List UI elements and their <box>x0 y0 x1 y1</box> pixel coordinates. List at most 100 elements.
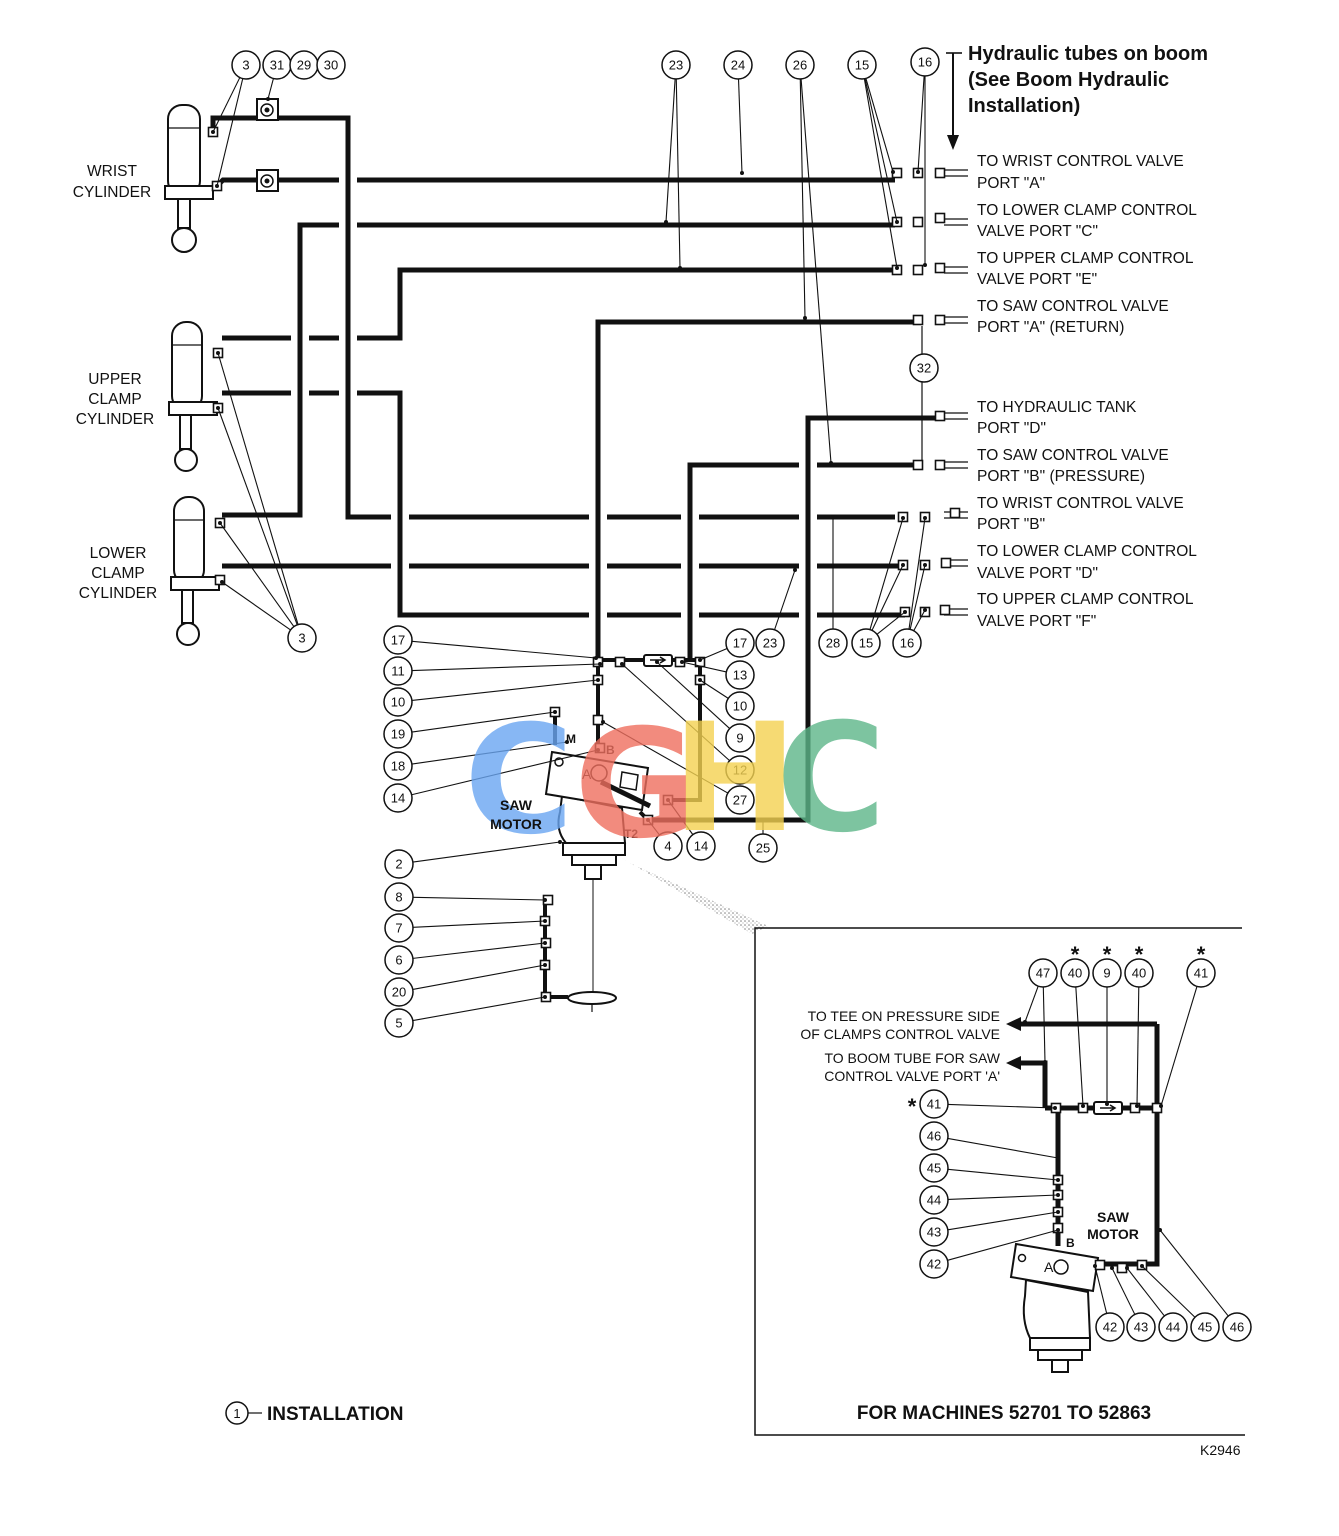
cylinder-labels: WRIST CYLINDER UPPER CLAMP CYLINDER LOWE… <box>73 163 157 602</box>
leader-line <box>219 522 295 627</box>
upper-clamp-label-3: CYLINDER <box>76 411 154 428</box>
leader-line <box>647 819 660 836</box>
dest-saw-a-2: PORT "A" (RETURN) <box>977 319 1124 336</box>
callout-11: 11 <box>383 656 413 686</box>
callout-15: 15 <box>851 628 881 658</box>
leader-line <box>799 78 806 319</box>
callout-circle <box>661 50 691 80</box>
callout-circle <box>919 1185 949 1215</box>
leader-line <box>412 996 546 1022</box>
leader-dot <box>923 516 927 520</box>
callout-17: 17 <box>725 628 755 658</box>
callout-18: 18 <box>383 751 413 781</box>
dest-wrist-a-2: PORT "A" <box>977 175 1045 192</box>
callout-number: 41 <box>927 1097 941 1112</box>
dest-tank-d-2: PORT "D" <box>977 420 1046 437</box>
dest-upper-f-2: VALVE PORT "F" <box>977 613 1096 630</box>
callout-number: 15 <box>859 636 873 651</box>
callout-circle <box>1126 1312 1156 1342</box>
tube-fitting <box>912 264 924 276</box>
valve-port-dot <box>264 107 270 113</box>
saw-motor-label-2: MOTOR <box>490 816 542 832</box>
upper-clamp-cylinder <box>168 321 218 472</box>
leader-dot <box>1043 1060 1047 1064</box>
arrow-right-icon <box>1100 1104 1117 1112</box>
callout-number: 31 <box>270 58 284 73</box>
inset-return-dest-2: CONTROL VALVE PORT 'A' <box>824 1068 1000 1084</box>
figure-code: K2946 <box>1200 1442 1241 1458</box>
leader-line <box>947 1103 1056 1109</box>
motor-port-circle <box>1017 1253 1027 1263</box>
leader-line <box>947 1211 1059 1231</box>
callout-circle <box>383 656 413 686</box>
callout-43: 43 <box>1126 1312 1156 1342</box>
callout-3: 3 <box>231 50 261 80</box>
arrow-left-icon <box>1006 1017 1021 1031</box>
callout-number: 29 <box>297 58 311 73</box>
callout-30: 30 <box>316 50 346 80</box>
leader-line <box>1126 1267 1165 1317</box>
inset-motor-label-1: SAW <box>1097 1209 1130 1225</box>
cylinder-rod <box>181 589 194 624</box>
leader-dot <box>543 995 547 999</box>
leader-line <box>412 942 546 959</box>
leader-line <box>876 611 906 635</box>
legend-number: 1 <box>233 1406 240 1421</box>
upper-clamp-label-1: UPPER <box>88 371 141 388</box>
leader-line <box>411 741 568 765</box>
callout-circle <box>384 1008 414 1038</box>
leader-line <box>221 581 291 631</box>
callout-circle <box>384 882 414 912</box>
motor-port-a-circle <box>1053 1259 1069 1275</box>
lower-clamp-label-1: LOWER <box>90 545 147 562</box>
leader-dot <box>698 658 702 662</box>
dest-upper-e-2: VALVE PORT "E" <box>977 271 1097 288</box>
leader-dot <box>891 170 895 174</box>
callout-circle <box>1028 958 1058 988</box>
tube-fitting <box>912 314 924 326</box>
tube-fitting <box>934 314 946 326</box>
callout-circle <box>1124 958 1154 988</box>
callout-number: 16 <box>900 636 914 651</box>
callout-number: 46 <box>927 1129 941 1144</box>
tube-fitting <box>592 714 604 726</box>
tube-fitting <box>934 167 946 179</box>
callout-number: 23 <box>669 58 683 73</box>
leader-line <box>1075 986 1084 1107</box>
upper-clamp-label-2: CLAMP <box>88 391 141 408</box>
leader-line <box>602 721 729 794</box>
callout-circle <box>755 628 785 658</box>
leader-line <box>1141 1265 1196 1318</box>
callout-circle <box>316 50 346 80</box>
leader-dot <box>1081 1104 1085 1108</box>
leader-line <box>737 78 743 174</box>
tube-fitting <box>1094 1259 1106 1271</box>
tube-fitting <box>934 459 946 471</box>
callout-number: 6 <box>395 953 402 968</box>
callout-number: 11 <box>391 664 405 679</box>
leader-line <box>411 640 597 659</box>
saw-motor-label: SAW MOTOR <box>490 797 542 832</box>
leader-line <box>411 679 599 702</box>
tube-fitting <box>592 656 604 668</box>
leader-line <box>412 841 561 863</box>
callout-circle <box>919 1217 949 1247</box>
tube-crossings <box>291 174 817 621</box>
callout-number: 27 <box>733 793 747 808</box>
callout-number: 3 <box>298 631 305 646</box>
leader-dot <box>543 941 547 945</box>
arrow-left-icon <box>1006 1056 1021 1070</box>
leader-dot <box>596 678 600 682</box>
callout-number: 47 <box>1036 966 1050 981</box>
callout-17: 17 <box>383 625 413 655</box>
leader-dot <box>655 660 659 664</box>
callout-32: 32 <box>909 353 939 383</box>
callout-circle <box>725 628 755 658</box>
leader-line <box>217 407 298 626</box>
watermark-letter: H <box>672 692 798 866</box>
asterisk-marker: * <box>1135 942 1144 967</box>
leader-line <box>1160 986 1198 1107</box>
callout-number: 44 <box>927 1193 941 1208</box>
dest-upper-e-1: TO UPPER CLAMP CONTROL <box>977 250 1194 267</box>
callout-number: 40 <box>1068 966 1082 981</box>
